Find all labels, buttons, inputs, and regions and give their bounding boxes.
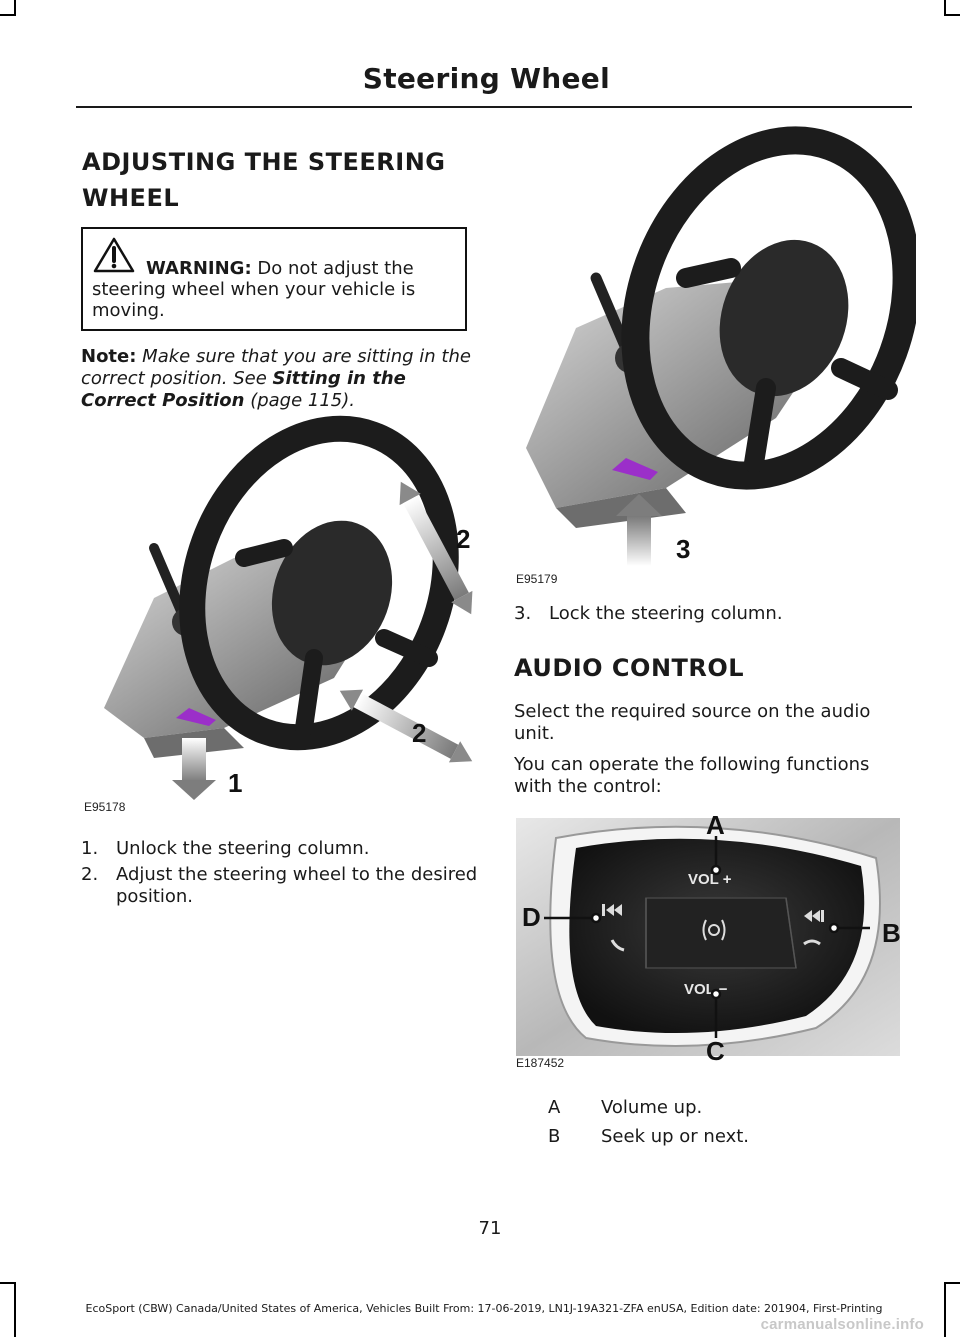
legend-row-a: A Volume up. — [548, 1097, 888, 1119]
note-paragraph: Note: Make sure that you are sitting in … — [81, 346, 477, 412]
arrow-tilt-2 — [399, 481, 473, 615]
callout-3: 3 — [676, 534, 691, 564]
crop-mark — [944, 0, 946, 16]
step-number: 1. — [81, 838, 99, 859]
steering-wheel-rim — [621, 126, 916, 490]
callout-b: B — [882, 918, 901, 948]
para-line-1: You can operate the following functions — [514, 754, 870, 775]
crop-mark — [944, 1282, 946, 1337]
para-line-1: Select the required source on the audio — [514, 701, 871, 722]
warning-box — [81, 227, 467, 331]
step-text-line-1: Adjust the steering wheel to the desired — [116, 864, 478, 885]
leader-lines — [544, 836, 870, 1038]
phone-accept-icon — [610, 939, 625, 952]
vol-minus-label: VOL − — [684, 981, 728, 998]
callout-c: C — [706, 1036, 725, 1066]
heading-line-2: WHEEL — [82, 184, 180, 212]
paragraph-functions: You can operate the following functions … — [514, 754, 894, 798]
crop-mark — [14, 0, 16, 16]
note-page-ref: (page 115). — [244, 390, 356, 411]
note-crossref-link[interactable]: Sitting in the Correct Position — [81, 368, 406, 411]
release-lever — [612, 458, 658, 480]
vol-plus-label: VOL + — [688, 871, 732, 888]
crop-mark — [944, 14, 960, 16]
figure-code-3: E187452 — [516, 1056, 565, 1070]
page-header-title: Steering Wheel — [362, 62, 610, 95]
callout-1: 1 — [228, 768, 243, 798]
legend-row-b: B Seek up or next. — [548, 1126, 888, 1148]
crop-mark — [944, 1282, 960, 1284]
heading-line-1: ADJUSTING THE STEERING — [82, 148, 446, 176]
figure-steering-lock — [526, 126, 916, 566]
callout-a: A — [706, 810, 725, 840]
crop-mark — [14, 1282, 16, 1337]
arrow-up-3 — [616, 494, 662, 566]
header-rule — [76, 106, 912, 108]
warning-label: WARNING: — [146, 258, 252, 279]
airbag-hub — [719, 239, 849, 397]
step-2: 2. Adjust the steering wheel to the desi… — [81, 864, 481, 908]
note-label: Note: — [81, 346, 137, 367]
legend-key: B — [548, 1126, 561, 1147]
step-text-line-2: position. — [116, 886, 194, 907]
warning-triangle-icon — [93, 237, 135, 273]
step-text: Unlock the steering column. — [116, 838, 370, 859]
warning-body: Do not adjust the steering wheel when yo… — [92, 258, 416, 321]
step-text: Lock the steering column. — [549, 603, 783, 624]
seek-back-icon — [602, 904, 622, 916]
callout-d: D — [522, 902, 541, 932]
arrow-down-1 — [172, 738, 216, 800]
steering-wheel-rim — [179, 415, 459, 751]
callout-2-upper: 2 — [456, 524, 471, 554]
legend-value: Volume up. — [601, 1097, 703, 1118]
voice-button[interactable] — [645, 897, 797, 969]
section-heading-adjusting: ADJUSTING THE STEERING WHEEL — [82, 144, 446, 216]
step-3: 3. Lock the steering column. — [514, 603, 914, 625]
figure-audio-control: VOL + VOL − — [516, 818, 900, 1056]
warning-text: WARNING: Do not adjust the steering whee… — [92, 258, 462, 321]
para-line-2: unit. — [514, 723, 555, 744]
voice-icon — [702, 919, 726, 941]
legend-value: Seek up or next. — [601, 1126, 750, 1147]
figure-code-2: E95179 — [516, 572, 558, 586]
phone-end-icon — [803, 939, 821, 946]
release-lever — [176, 708, 216, 726]
watermark: carmanualsonline.info — [760, 1316, 924, 1333]
crop-mark — [0, 14, 16, 16]
step-1: 1. Unlock the steering column. — [81, 838, 481, 860]
step-number: 3. — [514, 603, 532, 624]
legend-key: A — [548, 1097, 561, 1118]
callout-2-lower: 2 — [412, 718, 427, 748]
airbag-hub — [271, 520, 393, 666]
footer-edition-text: EcoSport (CBW) Canada/United States of A… — [85, 1302, 883, 1315]
crop-mark — [0, 1282, 16, 1284]
figure-code-1: E95178 — [84, 800, 126, 814]
section-heading-audio: AUDIO CONTROL — [514, 654, 745, 682]
arrow-telescope-2 — [339, 689, 473, 763]
seek-forward-icon — [804, 910, 824, 922]
note-text: Make sure that you are sitting in the co… — [81, 346, 471, 389]
figure-steering-adjust — [104, 415, 473, 800]
step-number: 2. — [81, 864, 99, 885]
paragraph-select-source: Select the required source on the audio … — [514, 701, 894, 745]
page-number: 71 — [478, 1218, 502, 1239]
para-line-2: with the control: — [514, 776, 662, 797]
